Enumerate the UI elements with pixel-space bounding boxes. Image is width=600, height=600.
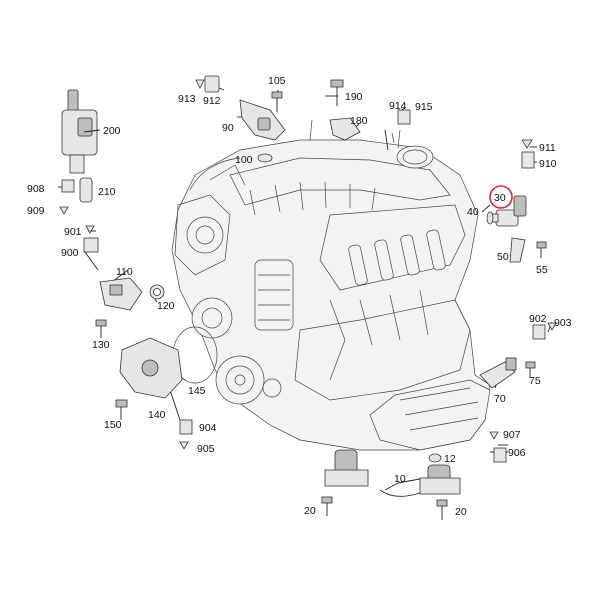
part-901-terminal[interactable] (85, 225, 95, 234)
callout-75[interactable]: 75 (529, 375, 541, 387)
part-130-bolt[interactable] (95, 319, 107, 338)
callout-145[interactable]: 145 (188, 385, 206, 397)
callout-30[interactable]: 30 (494, 192, 506, 204)
callout-100[interactable]: 100 (235, 154, 253, 166)
callout-130[interactable]: 130 (92, 339, 110, 351)
part-55-bolt[interactable] (536, 241, 547, 258)
callout-910[interactable]: 910 (539, 158, 557, 170)
part-902-connector[interactable] (532, 324, 546, 340)
part-903-terminal[interactable] (547, 322, 557, 331)
callout-55[interactable]: 55 (536, 264, 548, 276)
part-904-connector[interactable] (179, 419, 193, 435)
part-200-valve[interactable] (61, 89, 101, 174)
callout-150[interactable]: 150 (104, 419, 122, 431)
part-40-seal[interactable] (486, 211, 494, 225)
callout-90[interactable]: 90 (222, 122, 234, 134)
callout-105[interactable]: 105 (268, 75, 286, 87)
part-50-bracket[interactable] (509, 237, 526, 263)
part-900-connector[interactable] (83, 237, 99, 253)
callout-70[interactable]: 70 (494, 393, 506, 405)
part-912-connector[interactable] (204, 75, 220, 93)
part-12-seal[interactable] (428, 453, 442, 463)
callout-904[interactable]: 904 (199, 422, 217, 434)
engine-assembly (171, 119, 491, 451)
part-110-sensor[interactable] (99, 277, 143, 311)
part-150-bolt[interactable] (115, 399, 128, 420)
part-20-bolt-right[interactable] (436, 499, 448, 520)
part-911-terminal[interactable] (521, 139, 533, 149)
part-105-bolt[interactable] (271, 91, 283, 112)
callout-907[interactable]: 907 (503, 429, 521, 441)
part-20-bolt-left[interactable] (321, 496, 333, 516)
part-907-terminal[interactable] (489, 431, 499, 440)
callout-12[interactable]: 12 (444, 453, 456, 465)
part-10-sensor-harness[interactable] (324, 449, 461, 495)
highlight-ring (489, 185, 513, 209)
part-70-sensor[interactable] (479, 357, 517, 389)
callout-50[interactable]: 50 (497, 251, 509, 263)
part-75-bolt[interactable] (525, 361, 536, 378)
callout-210[interactable]: 210 (98, 186, 116, 198)
callout-914[interactable]: 914 (389, 100, 407, 112)
callout-905[interactable]: 905 (197, 443, 215, 455)
part-908-connector[interactable] (61, 179, 75, 193)
callout-180[interactable]: 180 (350, 115, 368, 127)
part-90-sensor[interactable] (239, 99, 286, 141)
callout-40[interactable]: 40 (467, 206, 479, 218)
part-100-seal[interactable] (257, 153, 273, 163)
part-190-bolt[interactable] (330, 79, 344, 106)
callout-901[interactable]: 901 (64, 226, 82, 238)
callout-200[interactable]: 200 (103, 125, 121, 137)
callout-912[interactable]: 912 (203, 95, 221, 107)
callout-903[interactable]: 903 (554, 317, 572, 329)
callout-909[interactable]: 909 (27, 205, 45, 217)
part-913-terminal[interactable] (195, 79, 205, 89)
callout-911[interactable]: 911 (539, 142, 556, 154)
part-120-oring[interactable] (149, 284, 165, 300)
callout-20-left[interactable]: 20 (304, 505, 316, 517)
callout-908[interactable]: 908 (27, 183, 45, 195)
callout-10[interactable]: 10 (394, 473, 406, 485)
callout-110[interactable]: 110 (116, 266, 133, 278)
callout-900[interactable]: 900 (61, 247, 79, 259)
part-914-connector[interactable] (397, 109, 411, 125)
part-910-connector[interactable] (521, 151, 535, 169)
callout-913[interactable]: 913 (178, 93, 196, 105)
callout-120[interactable]: 120 (157, 300, 175, 312)
callout-190[interactable]: 190 (345, 91, 363, 103)
part-905-terminal[interactable] (179, 441, 189, 450)
callout-labels: 913 912 105 190 914 915 200 90 180 911 9… (27, 75, 572, 518)
part-210-sleeve[interactable] (79, 177, 93, 203)
callout-140[interactable]: 140 (148, 409, 166, 421)
callout-906[interactable]: 906 (508, 447, 526, 459)
part-140-cover[interactable] (119, 337, 183, 399)
callout-20-right[interactable]: 20 (455, 506, 467, 518)
part-909-terminal[interactable] (59, 206, 69, 215)
callout-915[interactable]: 915 (415, 101, 433, 113)
part-906-connector[interactable] (493, 447, 507, 463)
callout-902[interactable]: 902 (529, 313, 547, 325)
part-180-sensor[interactable] (329, 117, 389, 151)
